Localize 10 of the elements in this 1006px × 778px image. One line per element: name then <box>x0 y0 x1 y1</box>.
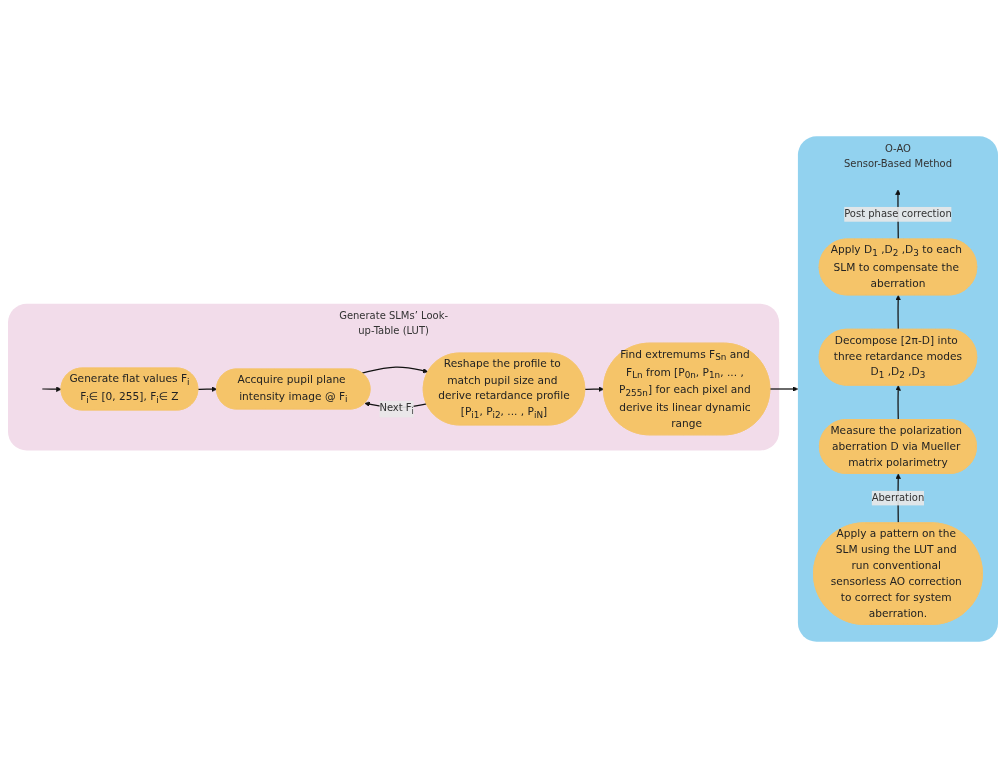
arrow <box>584 386 604 392</box>
edge-label: Next F$_{i}$ <box>379 402 414 416</box>
arrow <box>197 386 218 392</box>
arrow <box>895 295 901 331</box>
arrow <box>361 366 429 374</box>
arrow <box>769 386 799 392</box>
arrow <box>41 386 62 392</box>
edge-label: Aberration <box>871 491 925 504</box>
arrow <box>895 385 901 421</box>
edge-label: Post phase correction <box>844 208 952 220</box>
